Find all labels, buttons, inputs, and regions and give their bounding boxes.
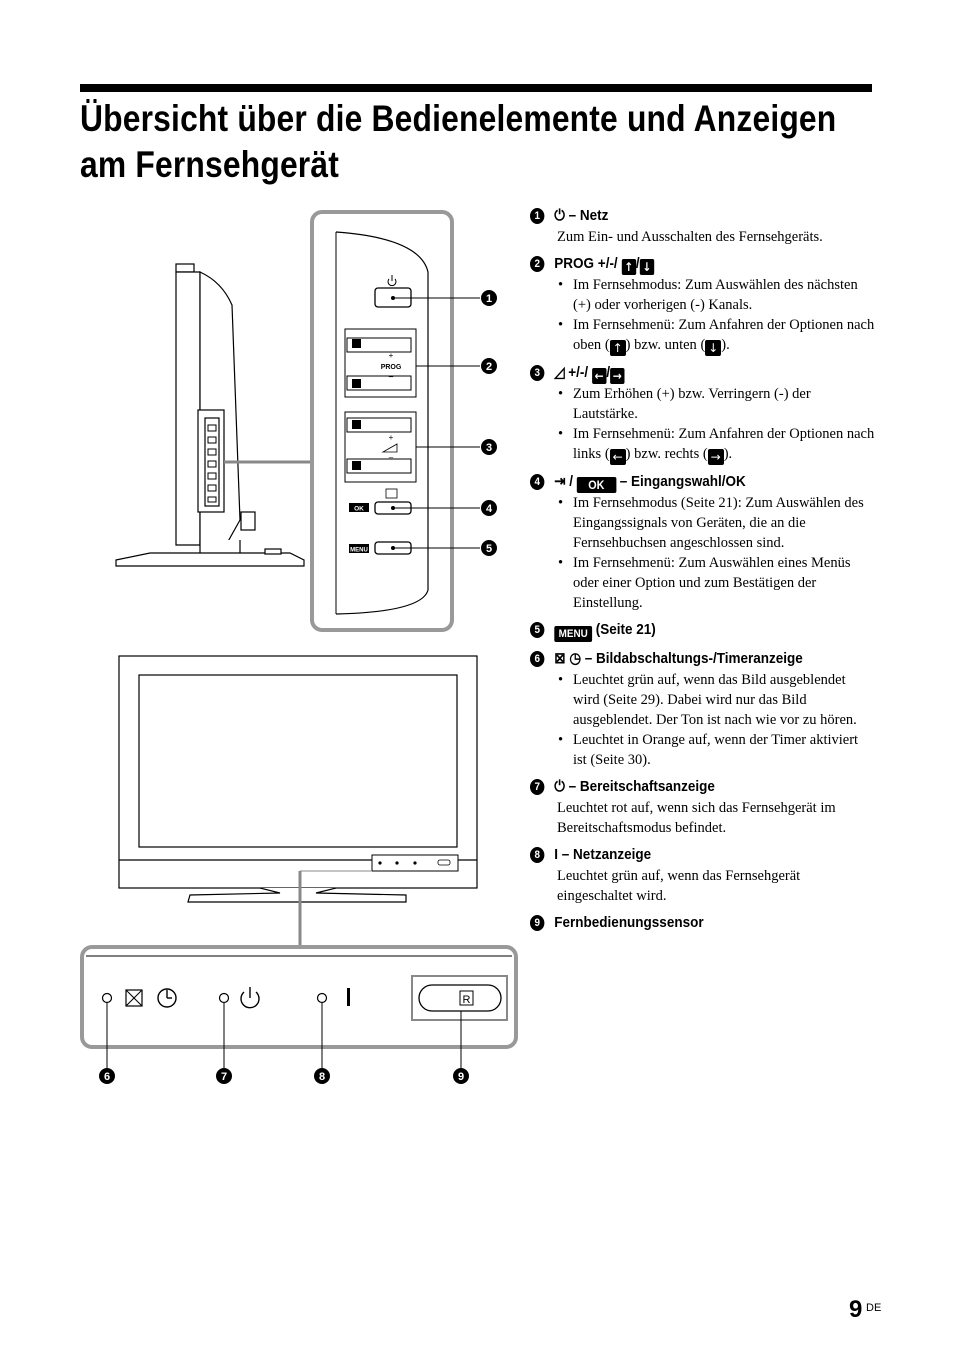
ok-key-icon: OK bbox=[576, 477, 617, 494]
description-list: 1⏻– Netz Zum Ein- und Ausschalten des Fe… bbox=[530, 205, 875, 940]
vol-minus-label: – bbox=[389, 453, 394, 462]
menu-key-label: MENU bbox=[350, 548, 368, 554]
title-rule bbox=[80, 84, 872, 92]
page-number: 9 bbox=[849, 1296, 863, 1323]
item-6: 6⊠ ◷– Bildabschaltungs-/Timeranzeige Leu… bbox=[530, 648, 875, 770]
callout-6: 6 bbox=[104, 1071, 110, 1083]
prog-minus-label: – bbox=[389, 372, 394, 381]
callout-5: 5 bbox=[486, 543, 492, 555]
callout-8: 8 bbox=[319, 1071, 325, 1083]
up-arrow-icon: ↑ bbox=[609, 340, 626, 357]
standby-icon: ⏻ bbox=[554, 778, 565, 796]
callout-2: 2 bbox=[486, 361, 492, 373]
power-icon: ⏻ bbox=[554, 207, 565, 225]
callout-3: 3 bbox=[486, 442, 492, 454]
callout-7: 7 bbox=[221, 1071, 227, 1083]
down-arrow-icon: ↓ bbox=[639, 259, 655, 276]
up-arrow-icon: ↑ bbox=[621, 259, 636, 276]
picture-off-timer-icon: ⊠ ◷ bbox=[554, 650, 582, 668]
callout-4: 4 bbox=[486, 503, 493, 515]
item-1: 1⏻– Netz Zum Ein- und Ausschalten des Fe… bbox=[530, 205, 875, 247]
right-arrow-icon: → bbox=[707, 449, 724, 466]
right-arrow-icon: → bbox=[610, 368, 625, 385]
indicator-strip-zoom: R bbox=[80, 945, 518, 1068]
input-icon: ⇥ bbox=[554, 473, 566, 491]
menu-key-icon: MENU bbox=[554, 626, 593, 643]
prog-label: PROG bbox=[381, 364, 402, 371]
prog-plus-label: + bbox=[389, 351, 394, 360]
down-arrow-icon: ↓ bbox=[705, 340, 722, 357]
callout-9: 9 bbox=[458, 1071, 464, 1083]
item-4: 4⇥/OK– Eingangswahl/OK Im Fernsehmodus (… bbox=[530, 471, 875, 613]
item-3: 3◿+/-/ ←/→ Zum Erhöhen (+) bzw. Verringe… bbox=[530, 362, 875, 466]
tv-front-view bbox=[118, 655, 478, 903]
tv-side-view bbox=[115, 263, 305, 567]
svg-text:R: R bbox=[463, 994, 471, 1006]
left-arrow-icon: ← bbox=[609, 449, 626, 466]
page-language: DE bbox=[866, 1302, 882, 1314]
vol-plus-label: + bbox=[389, 433, 394, 442]
item-7: 7⏻– Bereitschaftsanzeige Leuchtet rot au… bbox=[530, 776, 875, 838]
left-arrow-icon: ← bbox=[591, 368, 607, 385]
page-title: Übersicht über die Bedienelemente und An… bbox=[80, 98, 837, 185]
callout-1: 1 bbox=[486, 293, 492, 305]
volume-icon: ◿ bbox=[554, 364, 565, 382]
control-panel-zoom: + PROG – + – OK MENU bbox=[310, 210, 480, 632]
ok-key-label: OK bbox=[354, 506, 364, 513]
